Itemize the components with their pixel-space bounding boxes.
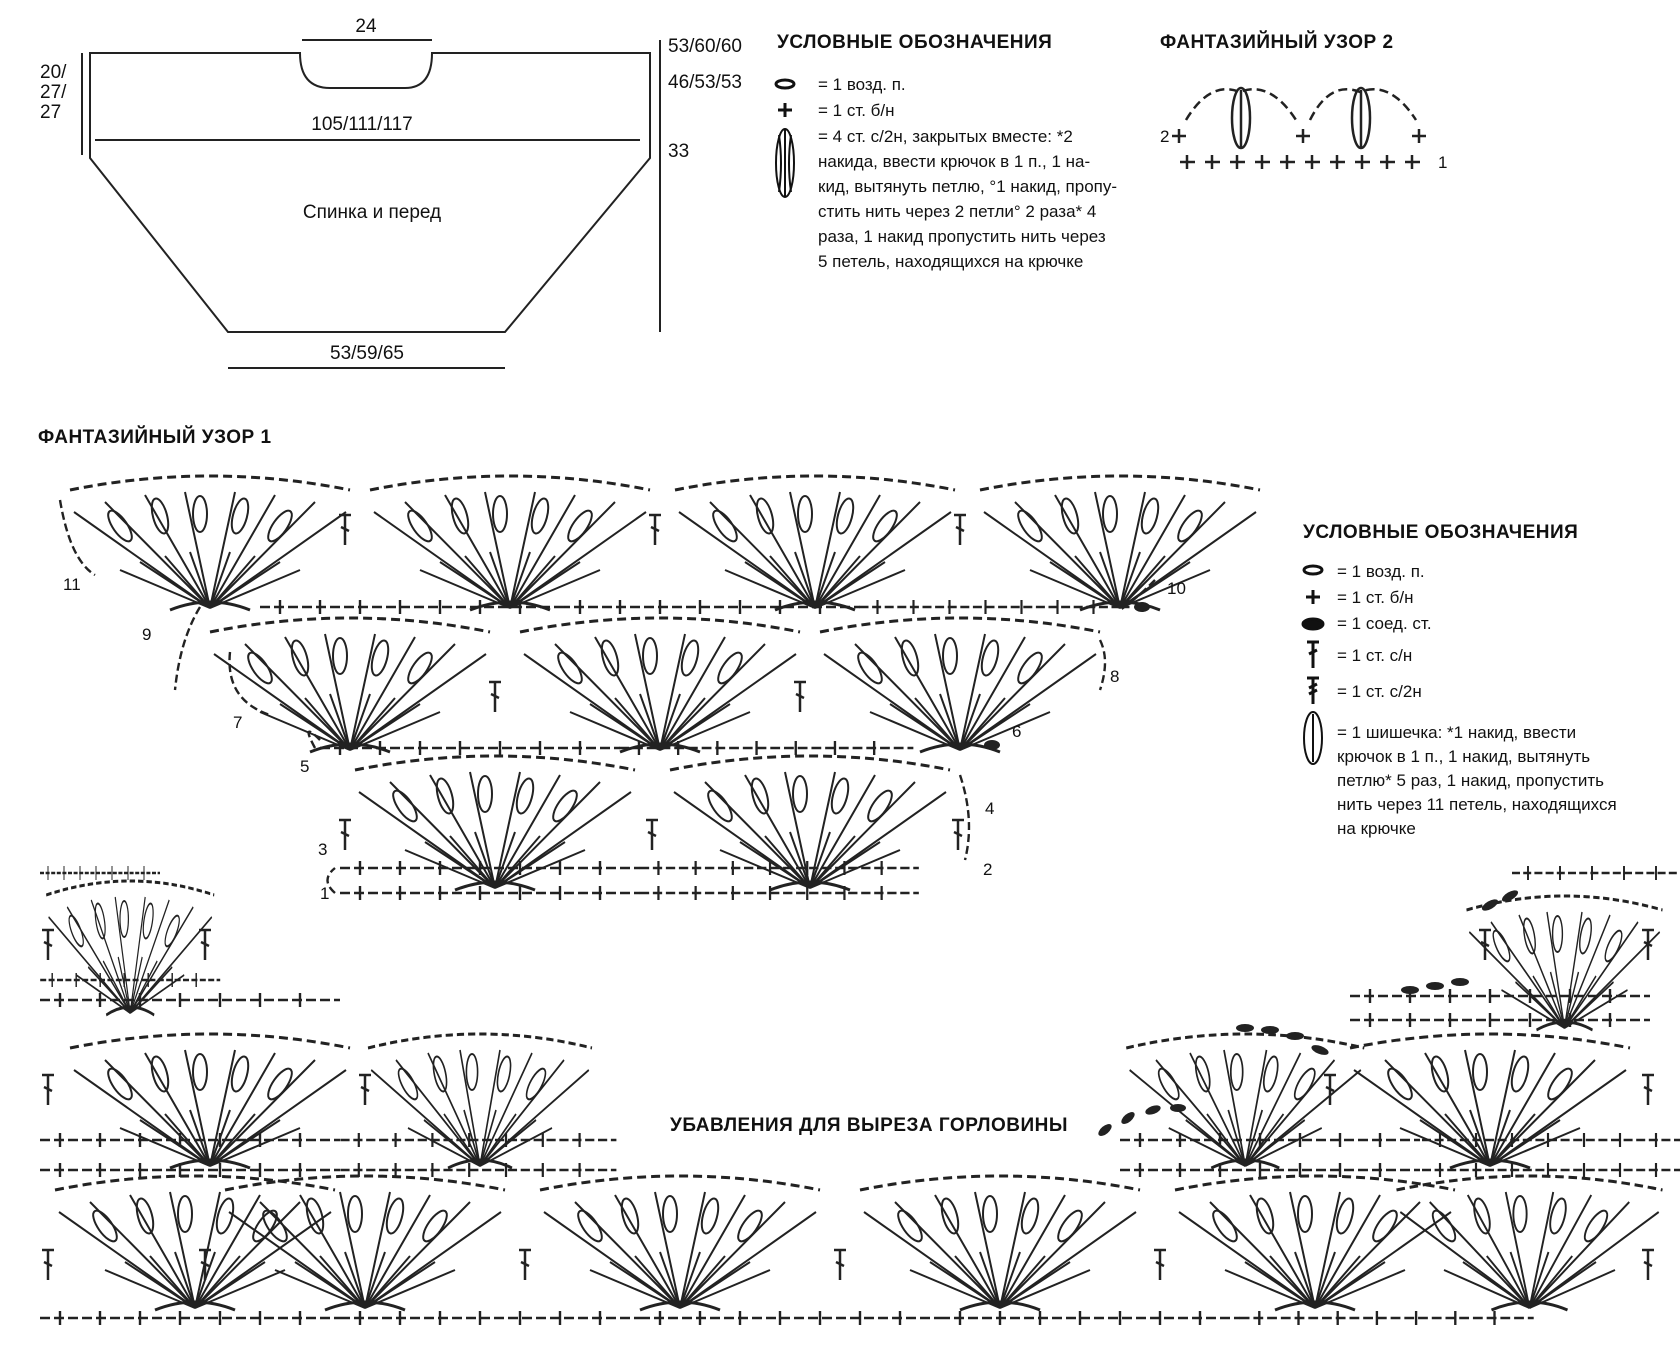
height-right-mid-label: 46/53/53 xyxy=(668,72,742,93)
pattern1-row-2: 2 xyxy=(983,860,992,879)
slip-stitch-icon xyxy=(1301,617,1325,631)
pattern2-diagram xyxy=(1172,86,1426,169)
pattern1-row-3: 3 xyxy=(318,840,327,859)
neckline-diagram xyxy=(38,864,1680,1327)
pattern1-row-11: 11 xyxy=(63,575,81,594)
legend1-cluster-line-5: раза, 1 накид пропустить нить через xyxy=(818,227,1106,246)
pattern2-row-2: 2 xyxy=(1160,127,1169,146)
height-right-top-label: 53/60/60 xyxy=(668,36,742,57)
pattern1-row-6: 6 xyxy=(1012,722,1021,741)
legend2-bobble-line-2: крючок в 1 п., 1 накид, вытянуть xyxy=(1337,747,1590,766)
legend1-title: УСЛОВНЫЕ ОБОЗНАЧЕНИЯ xyxy=(777,32,1052,53)
single-crochet-icon xyxy=(1306,590,1320,604)
pattern1-row-10: 10 xyxy=(1167,579,1186,598)
bobble-icon xyxy=(1303,711,1323,765)
pattern1-row-8: 8 xyxy=(1110,667,1119,686)
legend1-cluster-line-2: накида, ввести крючок в 1 п., 1 на- xyxy=(818,152,1090,171)
legend2-title: УСЛОВНЫЕ ОБОЗНАЧЕНИЯ xyxy=(1303,522,1578,543)
cluster-icon xyxy=(775,128,795,198)
legend2-chain-text: = 1 возд. п. xyxy=(1337,562,1425,581)
legend1-sc-text: = 1 ст. б/н xyxy=(818,101,895,120)
height-left-label-1: 20/ xyxy=(40,62,67,83)
pattern1-diagram xyxy=(58,474,1262,902)
height-left-label-3: 27 xyxy=(40,102,61,123)
legend2-slip-text: = 1 соед. ст. xyxy=(1337,614,1432,633)
legend1-cluster-line-6: 5 петель, находящихся на крючке xyxy=(818,252,1083,271)
pattern1-row-9: 9 xyxy=(142,625,151,644)
single-crochet-icon xyxy=(778,103,792,117)
pattern2-row-1: 1 xyxy=(1438,153,1447,172)
legend1-cluster-line-1: = 4 ст. с/2н, закрытых вместе: *2 xyxy=(818,127,1073,146)
legend1-chain-text: = 1 возд. п. xyxy=(818,75,906,94)
pattern1-row-4: 4 xyxy=(985,799,994,818)
neckline-title: УБАВЛЕНИЯ ДЛЯ ВЫРЕЗА ГОРЛОВИНЫ xyxy=(670,1115,1068,1136)
legend2-bobble-line-3: петлю* 5 раз, 1 накид, пропустить xyxy=(1337,771,1604,790)
chain-icon xyxy=(1302,564,1324,576)
neck-width-label: 24 xyxy=(355,16,377,37)
chain-icon xyxy=(774,78,796,90)
width-top-label: 105/111/117 xyxy=(311,114,412,135)
garment-schematic xyxy=(81,39,661,369)
legend1-cluster-line-4: стить нить через 2 петли° 2 раза* 4 xyxy=(818,202,1096,221)
height-left-label-2: 27/ xyxy=(40,82,67,103)
legend2-bobble-line-4: нить через 11 петель, находящихся xyxy=(1337,795,1617,814)
pattern2-title: ФАНТАЗИЙНЫЙ УЗОР 2 xyxy=(1160,31,1394,53)
legend1-cluster-line-3: кид, вытянуть петлю, °1 накид, пропу- xyxy=(818,177,1117,196)
pattern1-row-7: 7 xyxy=(233,713,242,732)
height-right-bottom-label: 33 xyxy=(668,141,689,162)
pattern1-title: ФАНТАЗИЙНЫЙ УЗОР 1 xyxy=(38,426,272,448)
legend2-bobble-line-1: = 1 шишечка: *1 накид, ввести xyxy=(1337,723,1576,742)
pattern1-row-1: 1 xyxy=(320,884,329,903)
body-outline xyxy=(89,52,651,333)
piece-label: Спинка и перед xyxy=(303,202,441,223)
legend2-dc-text: = 1 ст. с/н xyxy=(1337,646,1412,665)
legend2-sc-text: = 1 ст. б/н xyxy=(1337,588,1414,607)
width-bottom-label: 53/59/65 xyxy=(330,343,404,364)
legend2-tr-text: = 1 ст. с/2н xyxy=(1337,682,1422,701)
legend2-bobble-line-5: на крючке xyxy=(1337,819,1416,838)
treble-crochet-icon xyxy=(1307,676,1319,704)
double-crochet-icon xyxy=(1307,640,1319,668)
pattern1-row-5: 5 xyxy=(300,757,309,776)
